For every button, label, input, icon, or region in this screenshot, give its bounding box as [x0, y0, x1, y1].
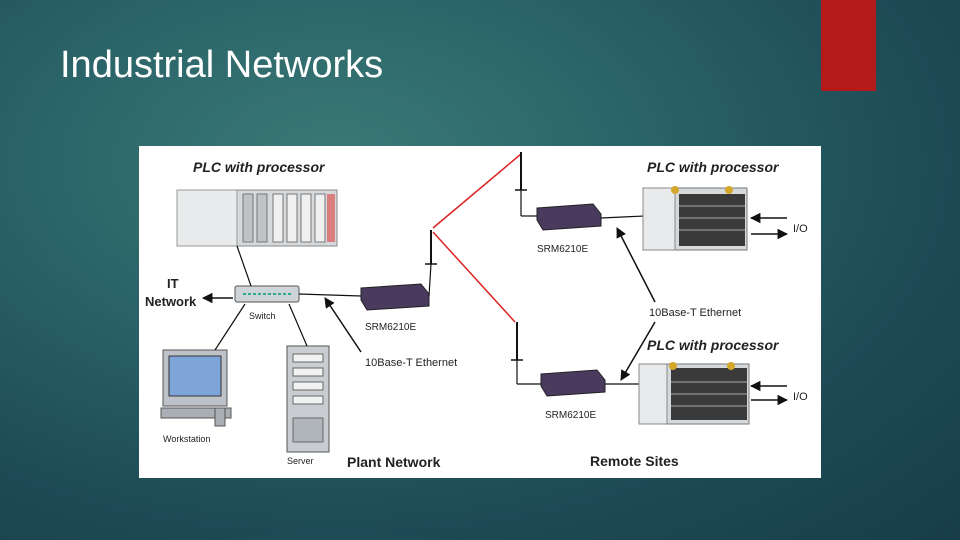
workstation-icon [160, 349, 232, 427]
srm-remote2-label: SRM6210E [545, 410, 596, 421]
slide-title: Industrial Networks [60, 44, 384, 86]
ethernet-remote-arrow-down [620, 321, 656, 381]
workstation-label: Workstation [163, 434, 210, 444]
srm-remote1-plc-link [600, 215, 646, 219]
switch-label: Switch [249, 311, 276, 321]
plant-network-label: Plant Network [347, 454, 441, 470]
plc-switch-link [236, 245, 252, 287]
ethernet-plant-label: 10Base-T Ethernet [365, 357, 457, 369]
plc-remote2-label: PLC with processor [647, 337, 780, 353]
it-network-label-line1: IT [167, 276, 179, 291]
workstation-switch-link [214, 303, 246, 351]
remote-sites-label: Remote Sites [590, 453, 679, 469]
server-icon [286, 345, 330, 453]
io-label-2: I/O [793, 391, 808, 403]
it-network-label-line2: Network [145, 294, 197, 309]
ethernet-remote-label: 10Base-T Ethernet [649, 307, 741, 319]
plc-main-label: PLC with processor [193, 159, 326, 175]
switch-srm-link [298, 293, 362, 297]
network-diagram: PLC with processor IT Network Switch Wor… [139, 146, 821, 478]
io-label-1: I/O [793, 223, 808, 235]
srm-remote1-device [536, 203, 602, 231]
srm-remote1-label: SRM6210E [537, 244, 588, 255]
plc-remote2-rack [638, 362, 750, 425]
ethernet-remote-arrow-up [616, 227, 656, 303]
plc-remote1-label: PLC with processor [647, 159, 780, 175]
network-diagram-svg: PLC with processor IT Network Switch Wor… [145, 152, 808, 470]
srm-plant-label: SRM6210E [365, 322, 416, 333]
plc-main-rack [176, 189, 338, 247]
server-switch-link [288, 303, 308, 347]
server-label: Server [287, 456, 314, 466]
wireless-link-remote2 [432, 231, 516, 323]
srm-plant-device [360, 283, 430, 311]
srm-remote2-device [540, 369, 606, 397]
srm-plant-antenna-feed [428, 263, 432, 297]
ethernet-plant-arrow [324, 297, 362, 353]
switch-device [234, 285, 300, 303]
plc-remote1-rack [642, 186, 748, 251]
wireless-link-remote1 [432, 153, 522, 229]
accent-bar [821, 0, 876, 91]
